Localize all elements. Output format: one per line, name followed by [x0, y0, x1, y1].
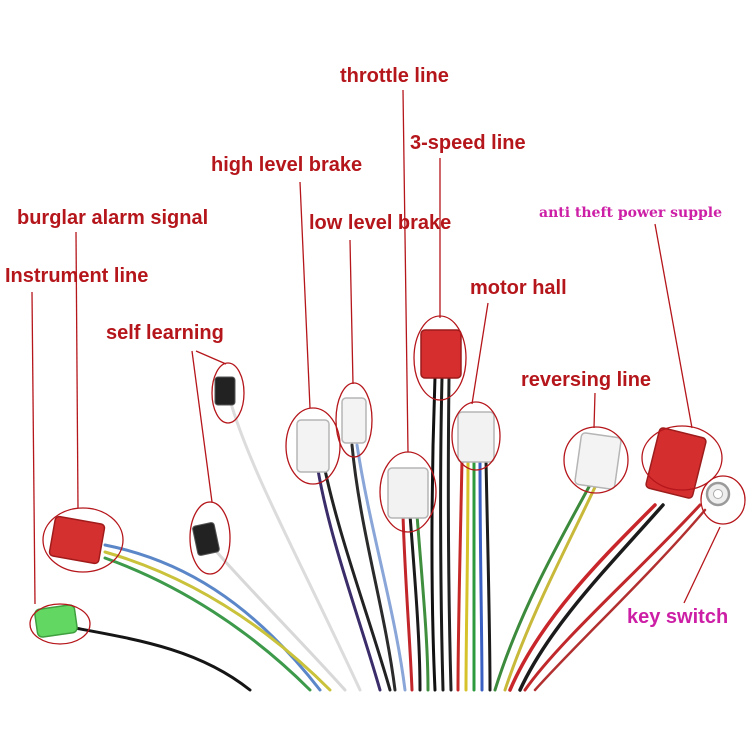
wire-alarm-yellow — [103, 550, 332, 692]
wire-3speed-2 — [439, 376, 445, 692]
leader-throttle — [402, 89, 409, 453]
wire-instrument — [73, 626, 252, 692]
leader-instrument — [31, 291, 36, 605]
wire-key-switch-2 — [533, 508, 707, 692]
connector-high-brake — [296, 419, 330, 473]
leader-self-learning-1 — [195, 350, 227, 365]
wire-key-switch — [523, 503, 702, 692]
wire-bundle — [73, 376, 707, 692]
wire-throttle-black — [408, 513, 422, 692]
wire-self-learning-1 — [228, 398, 362, 692]
circle-anti-theft — [641, 425, 723, 491]
circle-burglar-alarm — [42, 507, 124, 573]
connector-low-brake — [341, 397, 367, 444]
wire-reversing-1 — [493, 483, 592, 692]
label-throttle-line: throttle line — [340, 65, 449, 87]
wire-alarm-blue — [103, 543, 322, 692]
connector-throttle — [387, 467, 429, 519]
label-3-speed-line: 3-speed line — [410, 132, 526, 154]
connector-self-learning-bottom — [192, 522, 220, 556]
label-low-level-brake: low level brake — [309, 212, 452, 234]
wire-hall-yellow — [464, 458, 470, 692]
leader-reversing — [593, 392, 596, 429]
circle-high-brake — [285, 407, 341, 485]
leader-lines — [31, 89, 721, 605]
callout-circles — [29, 315, 746, 645]
wire-high-brake-1 — [316, 468, 382, 692]
label-anti-theft-power-supple: anti theft power supple — [539, 205, 723, 221]
wire-reversing-2 — [503, 483, 598, 692]
wire-antitheft-black — [518, 503, 665, 692]
circle-motor-hall — [451, 401, 501, 471]
wire-low-brake-1 — [350, 443, 397, 692]
leader-key-switch — [683, 526, 721, 604]
label-key-switch: key switch — [627, 606, 729, 628]
label-instrument-line: Instrument line — [5, 265, 149, 287]
circle-instrument — [29, 603, 91, 645]
leader-anti-theft — [654, 223, 693, 429]
wire-hall-black — [484, 458, 492, 692]
wire-throttle-green — [415, 513, 430, 692]
connector-self-learning-top — [214, 376, 236, 406]
leader-motor-hall — [471, 302, 489, 405]
connector-key-switch-hole — [713, 489, 723, 499]
wire-hall-red — [456, 458, 464, 692]
circle-key-switch — [700, 475, 746, 525]
leader-self-learning-2 — [191, 350, 213, 503]
label-motor-hall: motor hall — [470, 277, 567, 299]
leader-burglar — [75, 231, 79, 509]
connector-burglar-alarm — [48, 515, 106, 565]
wire-self-learning-2 — [213, 548, 347, 692]
label-burglar-alarm-signal: burglar alarm signal — [17, 207, 209, 229]
leader-low-brake — [349, 239, 354, 385]
wire-low-brake-2 — [355, 443, 407, 692]
connector-reversing — [574, 432, 622, 490]
circle-reversing — [563, 426, 629, 494]
wire-antitheft-red — [508, 503, 657, 692]
wire-throttle-red — [401, 513, 414, 692]
label-self-learning: self learning — [106, 322, 224, 344]
leader-high-brake — [299, 181, 311, 409]
wire-3speed-3 — [446, 376, 453, 692]
connector-3speed — [420, 329, 462, 379]
connector-instrument — [34, 604, 78, 638]
label-high-level-brake: high level brake — [211, 154, 363, 176]
wire-hall-blue — [478, 458, 484, 692]
connector-anti-theft — [645, 427, 707, 499]
label-reversing-line: reversing line — [521, 369, 652, 391]
circle-low-brake — [335, 382, 373, 458]
wire-alarm-green — [103, 556, 312, 692]
connector-motor-hall — [457, 411, 495, 463]
wire-high-brake-2 — [323, 468, 392, 692]
circle-self-learning-bottom — [189, 501, 231, 575]
wire-3speed-1 — [430, 376, 437, 692]
connectors — [34, 329, 731, 638]
circle-self-learning-top — [211, 362, 245, 424]
